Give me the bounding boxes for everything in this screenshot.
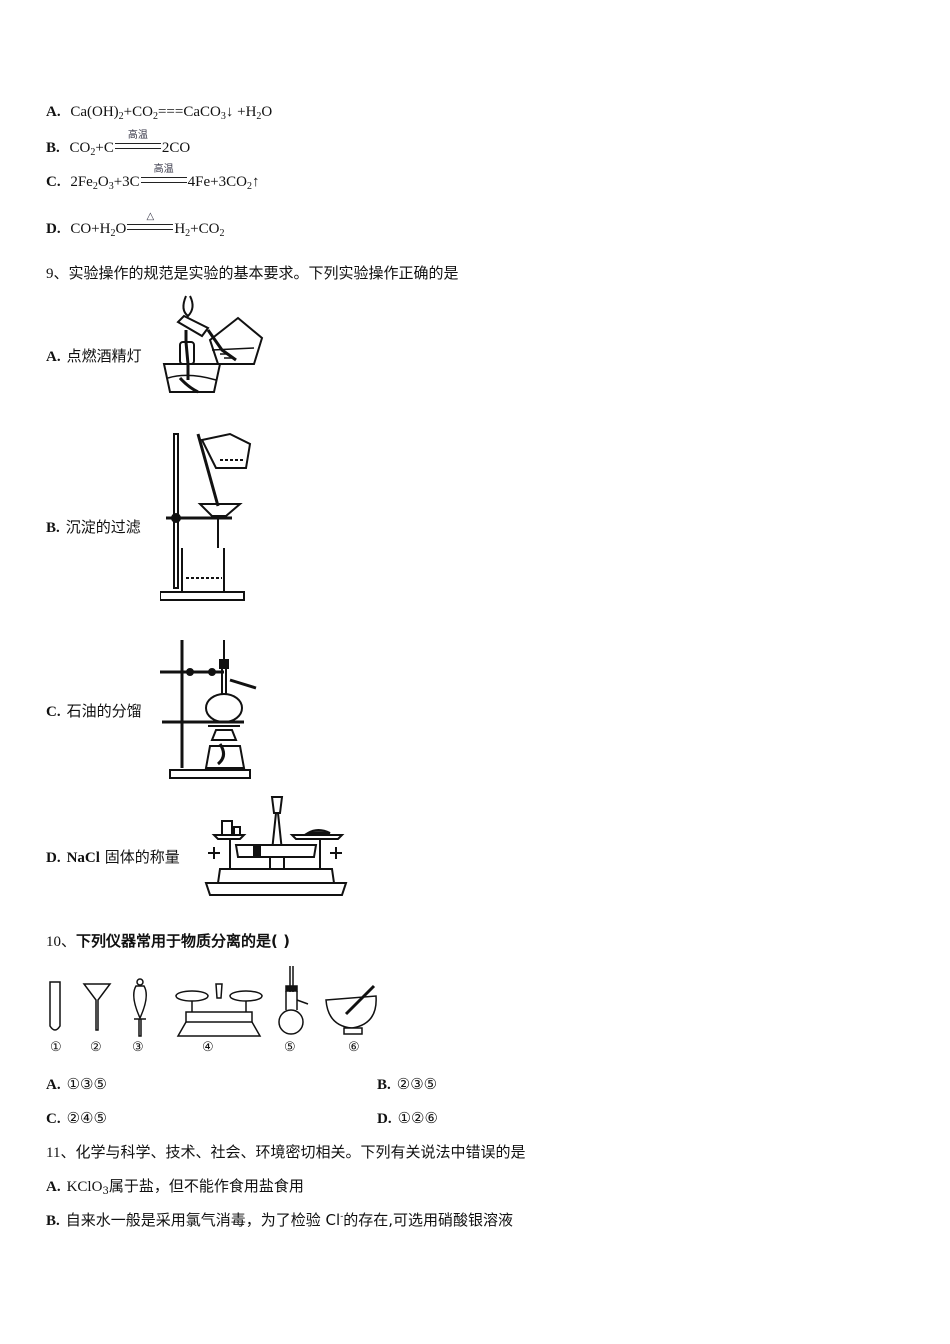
q8-option-a: A. Ca(OH)2+CO2===CaCO3↓ +H2O — [46, 104, 273, 122]
q9-option-a: A.点燃酒精灯 — [46, 347, 142, 365]
mortar-icon — [325, 984, 377, 1035]
q8-option-d: D. CO+H2O△H2+CO2 — [46, 211, 225, 239]
q10-option-b: B.②③⑤ — [377, 1075, 438, 1093]
instruments-figure — [46, 964, 386, 1040]
q9-option-d: D.NaCl 固体的称量 — [46, 848, 180, 866]
instrument-label-3: ③ — [132, 1040, 144, 1055]
q10-option-a: A.①③⑤ — [46, 1075, 107, 1093]
q11-option-b: B.自来水一般是采用氯气消毒，为了检验 Cl-的存在,可选用硝酸银溶液 — [46, 1211, 514, 1229]
q11-stem: 11、化学与科学、技术、社会、环境密切相关。下列有关说法中错误的是 — [46, 1143, 526, 1161]
q10-option-d: D.①②⑥ — [377, 1109, 438, 1127]
distilling-flask-icon — [278, 966, 309, 1035]
separatory-funnel-icon — [133, 978, 147, 1037]
instrument-label-4: ④ — [202, 1040, 214, 1055]
instrument-label-5: ⑤ — [284, 1040, 296, 1055]
instrument-label-1: ① — [50, 1040, 62, 1055]
q9-stem: 9、实验操作的规范是实验的基本要求。下列实验操作正确的是 — [46, 264, 459, 282]
instrument-label-6: ⑥ — [348, 1040, 360, 1055]
q10-option-c: C.②④⑤ — [46, 1109, 107, 1127]
q11-option-a: A.KClO3属于盐，但不能作食用盐食用 — [46, 1177, 304, 1197]
test-tube-icon — [49, 981, 61, 1031]
q9-option-c: C.石油的分馏 — [46, 702, 142, 720]
reaction-condition: 高温 — [114, 130, 161, 152]
filtration-figure — [160, 430, 255, 602]
balance-weighing-figure — [202, 795, 350, 897]
reaction-condition: 高温 — [140, 164, 187, 186]
instrument-label-2: ② — [90, 1040, 102, 1055]
q9-option-b: B.沉淀的过滤 — [46, 518, 141, 536]
distillation-figure — [160, 636, 260, 782]
balance-icon — [175, 983, 263, 1037]
q10-stem: 10、下列仪器常用于物质分离的是( ) — [46, 932, 290, 950]
reaction-condition: △ — [127, 211, 174, 233]
funnel-icon — [82, 983, 112, 1031]
alcohol-lamp-figure — [158, 292, 270, 400]
